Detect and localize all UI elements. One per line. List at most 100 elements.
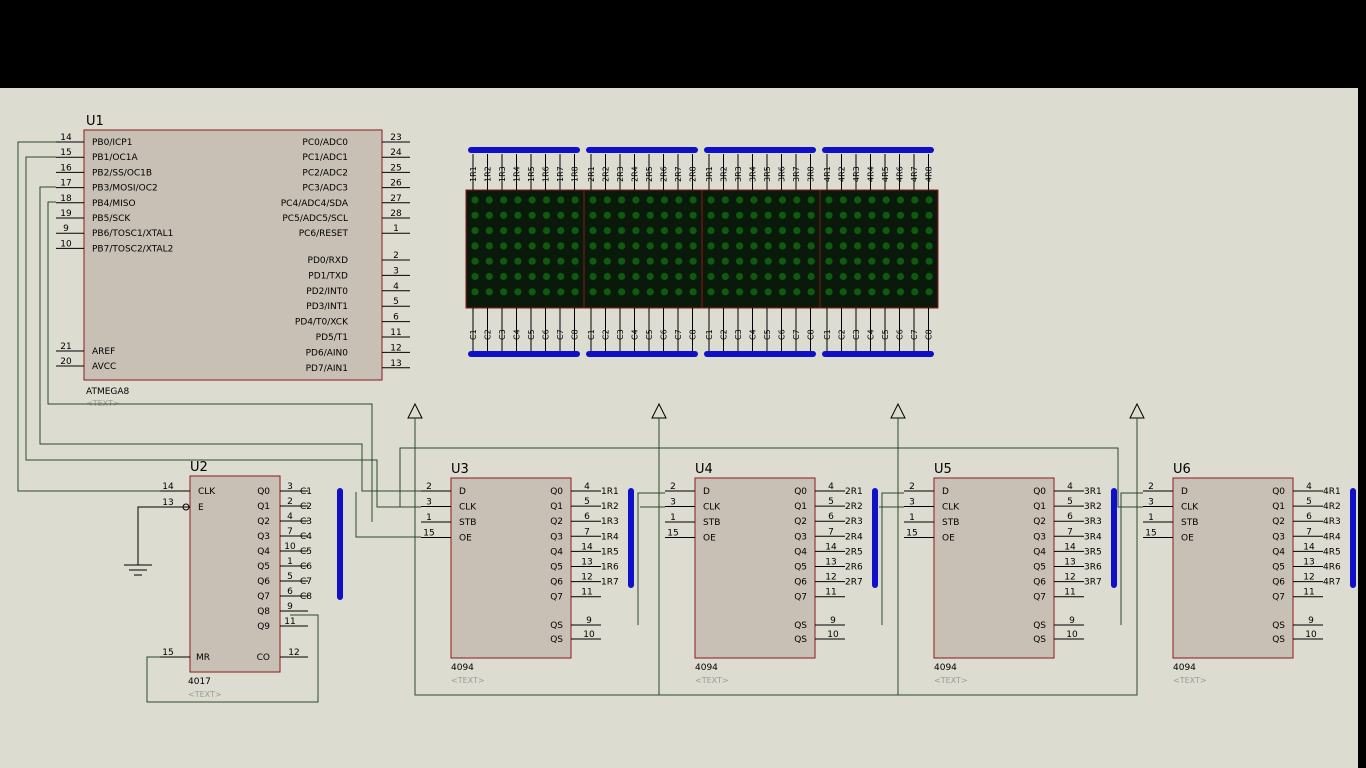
matrix-led — [646, 257, 654, 265]
matrix-led — [925, 288, 933, 296]
matrix-led — [925, 242, 933, 250]
matrix-row-label: 3R4 — [749, 166, 758, 182]
u2-pin-label: Q8 — [257, 607, 270, 617]
matrix-led — [542, 288, 551, 296]
shift-register-pin-number: 7 — [828, 527, 834, 537]
matrix-row-label: 1R7 — [556, 166, 565, 182]
matrix-led — [557, 288, 565, 296]
matrix-col-label: C2 — [720, 329, 729, 340]
matrix-row-label: 1R6 — [542, 166, 551, 182]
shift-register-body — [933, 477, 1055, 659]
shift-register-pin-number: 13 — [1064, 558, 1075, 568]
matrix-led — [778, 242, 787, 250]
matrix-led — [825, 227, 833, 235]
matrix-led — [750, 196, 758, 204]
shift-register-pin-number: 13 — [581, 558, 592, 568]
shift-register-pin-number: 3 — [426, 498, 432, 508]
shift-register-pin-label: QS — [1272, 621, 1285, 631]
matrix-led — [618, 288, 626, 296]
shift-register-pin-label: Q1 — [550, 502, 563, 512]
matrix-col-label: C5 — [881, 329, 890, 340]
matrix-row-label: 2R3 — [616, 166, 625, 182]
matrix-led — [632, 227, 640, 235]
matrix-row-label: 4R2 — [838, 166, 847, 182]
shift-register-pin-number: 6 — [584, 512, 590, 522]
matrix-led — [471, 242, 479, 250]
matrix-led — [868, 227, 876, 235]
shift-register-pin-number: 14 — [1303, 542, 1315, 552]
u1-pin-number: 21 — [60, 342, 71, 352]
u1-pin-number: 26 — [390, 179, 402, 189]
matrix-led — [839, 288, 847, 296]
matrix-led — [868, 288, 876, 296]
shift-register-net-label: 2R2 — [845, 502, 863, 512]
matrix-led — [707, 288, 715, 296]
matrix-row-label: 1R5 — [527, 166, 536, 182]
matrix-led — [825, 257, 833, 265]
matrix-led — [882, 196, 890, 204]
matrix-row-label: 2R7 — [674, 166, 683, 182]
u2-pin-number: 3 — [287, 482, 293, 492]
matrix-col-label: C8 — [925, 329, 934, 340]
u1-pin-number: 14 — [60, 133, 72, 143]
shift-register-pin-number: 9 — [1308, 616, 1314, 626]
shift-register-pin-label: Q6 — [794, 578, 807, 588]
u2-pin-label: Q3 — [257, 532, 270, 542]
shift-register-pin-label: Q6 — [1033, 578, 1046, 588]
matrix-led — [646, 196, 654, 204]
matrix-led — [689, 288, 697, 296]
matrix-led — [778, 211, 787, 219]
u1-pin-label: PD1/TXD — [308, 271, 348, 281]
u1-pin-label: PB0/ICP1 — [92, 138, 132, 148]
matrix-row-label: 3R7 — [792, 166, 801, 182]
shift-register-net-label: 4R2 — [1323, 502, 1341, 512]
shift-register-pin-number: 7 — [1067, 527, 1073, 537]
shift-register-pin-label: Q1 — [794, 502, 807, 512]
shift-register-pin-number: 5 — [1306, 497, 1312, 507]
matrix-led — [807, 288, 815, 296]
u2-pin-label: Q7 — [257, 592, 270, 602]
matrix-row-label: 4R5 — [881, 166, 890, 182]
matrix-led — [603, 272, 611, 281]
shift-register-pin-label: OE — [942, 534, 955, 544]
u1-pin-label: PB3/MOSI/OC2 — [92, 184, 158, 194]
u1-pin-label: PD3/INT1 — [306, 302, 348, 312]
u1-pin-number: 1 — [393, 224, 399, 234]
u2-net-label: C5 — [300, 547, 312, 557]
matrix-led — [675, 227, 683, 235]
shift-register-pin-number: 11 — [1303, 588, 1314, 598]
matrix-led — [471, 272, 479, 281]
shift-register-pin-number: 13 — [1303, 558, 1314, 568]
matrix-led — [825, 272, 833, 281]
matrix-led — [514, 227, 522, 235]
shift-register-body — [450, 477, 572, 659]
matrix-col-label: C4 — [631, 329, 640, 340]
matrix-led — [882, 288, 890, 296]
matrix-led — [750, 227, 758, 235]
shift-register-pin-number: 3 — [909, 498, 915, 508]
shift-register-pin-number: 2 — [426, 482, 432, 492]
u1-pin-label: PC2/ADC2 — [302, 168, 348, 178]
matrix-led — [589, 196, 597, 204]
matrix-led — [707, 196, 715, 204]
matrix-led — [660, 272, 669, 281]
u2-pin-number: 10 — [284, 542, 296, 552]
shift-register-row-bus — [1111, 488, 1117, 588]
shift-register-pin-label: CLK — [459, 503, 477, 513]
matrix-led — [825, 196, 833, 204]
shift-register-pin-label: Q2 — [1033, 517, 1046, 527]
matrix-col-label: C6 — [542, 329, 551, 340]
u1-pin-label: PB1/OC1A — [92, 153, 138, 163]
u2-pin-number: 2 — [287, 497, 293, 507]
matrix-led — [471, 196, 479, 204]
matrix-led — [793, 227, 801, 235]
u1-pin-number: 16 — [60, 163, 72, 173]
matrix-led — [632, 196, 640, 204]
shift-register-pin-number: 4 — [828, 482, 834, 492]
matrix-led — [721, 288, 729, 296]
matrix-led — [882, 227, 890, 235]
matrix-col-label: C4 — [867, 329, 876, 340]
u2-body — [189, 475, 281, 673]
